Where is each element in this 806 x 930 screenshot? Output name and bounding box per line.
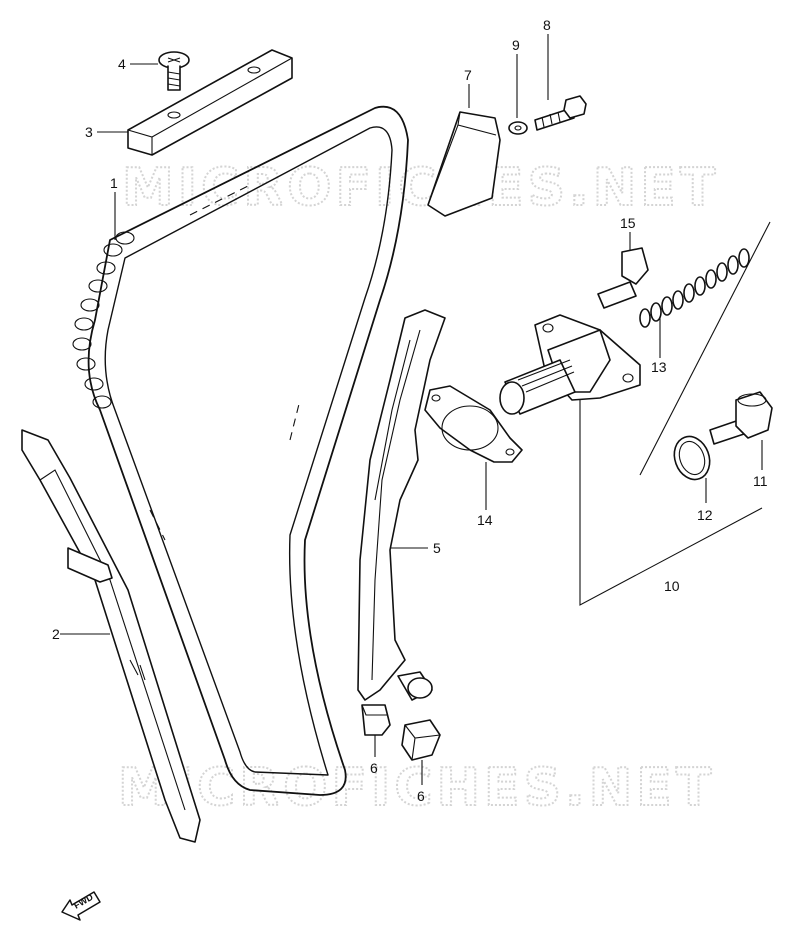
part-plug-bolt <box>709 391 773 445</box>
callout-3: 3 <box>85 124 93 140</box>
leader-lines <box>60 34 763 785</box>
callout-8: 8 <box>543 17 551 33</box>
callout-1: 1 <box>110 175 118 191</box>
watermark-top: MICROFICHES.NET <box>122 158 719 218</box>
assembly-bracket-13 <box>639 221 771 476</box>
callout-9: 9 <box>512 37 520 53</box>
callout-5: 5 <box>433 540 441 556</box>
part-front-chain-guide <box>21 429 201 843</box>
assembly-bracket-10 <box>579 400 763 606</box>
part-tensioner-chain-guide <box>357 309 446 701</box>
callout-10: 10 <box>664 578 680 594</box>
part-guide-pivot-pin <box>397 671 433 701</box>
callout-12: 12 <box>697 507 713 523</box>
part-tensioner-bolt <box>597 247 649 309</box>
part-gasket <box>424 385 523 463</box>
part-screw <box>158 51 190 91</box>
part-spring <box>639 248 750 328</box>
part-bolt <box>534 95 587 131</box>
callout-2: 2 <box>52 626 60 642</box>
callout-15: 15 <box>620 215 636 231</box>
fwd-arrow-icon: FWD <box>61 891 101 921</box>
part-o-ring <box>673 435 711 481</box>
callout-6-right: 6 <box>417 788 425 804</box>
part-cushion-right <box>401 719 441 761</box>
callout-13: 13 <box>651 359 667 375</box>
callout-4: 4 <box>118 56 126 72</box>
watermark-bottom: MICROFICHES.NET <box>118 758 715 818</box>
part-cushion-left <box>361 704 391 736</box>
callout-11: 11 <box>753 473 768 489</box>
callout-14: 14 <box>477 512 493 528</box>
part-cam-chain <box>72 105 409 796</box>
part-tensioner-body <box>499 314 641 415</box>
part-chain-guide-plate <box>127 49 293 156</box>
callout-7: 7 <box>464 67 472 83</box>
part-guide-block <box>427 111 501 217</box>
callout-6-left: 6 <box>370 760 378 776</box>
part-washer <box>508 121 528 135</box>
